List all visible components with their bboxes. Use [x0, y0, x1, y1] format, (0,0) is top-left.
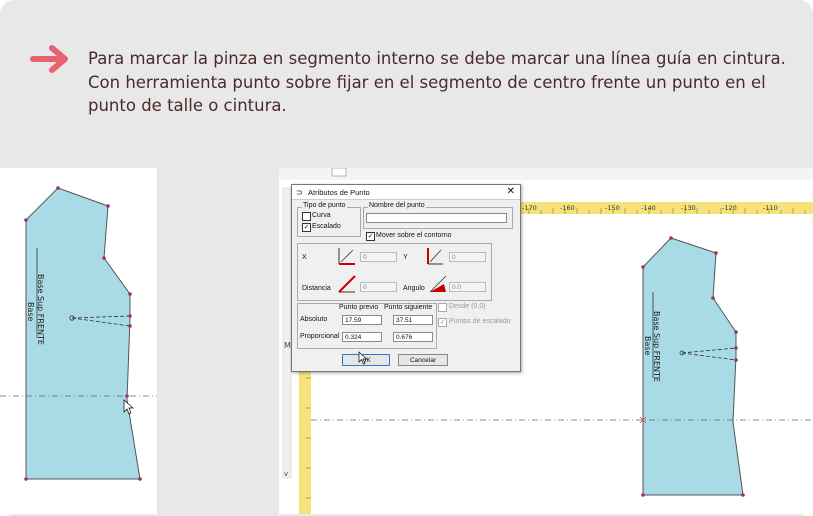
- dialog-title: Atributos de Punto: [308, 188, 370, 197]
- ruler-tick-label: -110: [763, 204, 778, 212]
- pattern-point: [24, 218, 28, 222]
- point-name-group: [363, 207, 513, 229]
- toolbar-button-icon: [331, 167, 347, 177]
- cad-pattern-label-1: Base Sup FRENTE: [652, 311, 661, 382]
- scroll-down-icon: v: [284, 470, 288, 478]
- pattern-point: [125, 394, 129, 398]
- y-axis-icon: [427, 248, 443, 265]
- angle-input[interactable]: 0.0: [449, 282, 486, 292]
- cancel-button[interactable]: Cancelar: [398, 354, 448, 366]
- pattern-point: [641, 493, 645, 497]
- pattern-point: [734, 358, 738, 362]
- y-label: Y: [403, 254, 408, 261]
- x-input[interactable]: 0: [360, 252, 397, 262]
- coordinates-group: [297, 243, 492, 301]
- pattern-label-1: Base Sup FRENTE: [36, 274, 45, 345]
- distance-icon: [338, 275, 356, 293]
- cad-pattern-points: [641, 236, 745, 497]
- x-axis-icon: [338, 248, 355, 265]
- ruler-tick-label: -150: [605, 204, 620, 212]
- pattern-point: [641, 265, 645, 269]
- distance-input[interactable]: 0: [360, 282, 397, 292]
- instruction-line-3: punto de talle o cintura.: [88, 96, 287, 115]
- front-bodice-piece: [25, 187, 141, 480]
- link-icon: ⊃: [296, 188, 303, 197]
- pattern-label-2: Base: [26, 302, 35, 322]
- angle-label: Angulo: [403, 285, 425, 292]
- from-origin-checkbox[interactable]: [438, 303, 447, 312]
- target-point-marker: [639, 416, 647, 424]
- dialog-mouse-cursor-icon: [358, 351, 368, 365]
- pattern-point: [128, 292, 132, 296]
- grading-points-checkbox[interactable]: ✓: [438, 318, 447, 327]
- pattern-point: [56, 186, 60, 190]
- arrow-right-icon: [30, 45, 68, 73]
- pattern-point: [24, 477, 28, 481]
- dart-apex-marker: [69, 315, 75, 321]
- absolute-label: Absoluto: [300, 316, 328, 323]
- dart-line-upper: [71, 315, 131, 319]
- cad-dart-line-lower: [681, 352, 737, 361]
- proportional-previous-input[interactable]: 0.324: [342, 332, 382, 342]
- left-pattern-view: Base Sup FRENTE Base: [0, 168, 157, 514]
- pattern-point: [714, 251, 718, 255]
- pattern-point: [734, 346, 738, 350]
- pattern-point: [128, 314, 132, 318]
- scaled-checkbox[interactable]: ✓: [302, 223, 311, 232]
- grading-points-label: Puntos de escalado: [449, 318, 511, 325]
- instruction-line-1: Para marcar la pinza en segmento interno…: [88, 49, 786, 68]
- curve-label: Curva: [312, 212, 331, 219]
- instruction-text: Para marcar la pinza en segmento interno…: [88, 47, 788, 118]
- pattern-point: [711, 296, 715, 300]
- angle-icon: [429, 275, 447, 293]
- next-point-label: Punto siguiente: [384, 304, 433, 311]
- left-pattern-points: [24, 186, 142, 481]
- ruler-tick-label: -170: [522, 204, 537, 212]
- previous-point-label: Punto previo: [339, 304, 379, 311]
- mouse-cursor-icon: [123, 399, 134, 415]
- pattern-point: [669, 236, 673, 240]
- pattern-point: [106, 204, 110, 208]
- dialog-titlebar[interactable]: ⊃ Atributos de Punto ✕: [292, 185, 520, 200]
- distance-label: Distancia: [302, 285, 331, 292]
- cad-dart-apex-marker: [679, 350, 685, 356]
- relative-position-group: [297, 303, 437, 349]
- point-name-label: Nombre del punto: [368, 202, 426, 209]
- left-pattern-canvas: Base Sup FRENTE Base: [0, 186, 157, 481]
- x-label: X: [302, 254, 307, 261]
- horizontal-ruler: [519, 202, 813, 214]
- from-origin-label: Desde (0,0): [449, 303, 486, 310]
- ok-button[interactable]: OK: [342, 354, 390, 366]
- close-button[interactable]: ✕: [506, 186, 515, 197]
- cad-pattern-label-2: Base: [643, 336, 652, 356]
- point-name-input[interactable]: [366, 213, 507, 223]
- ruler-tick-label: -160: [560, 204, 575, 212]
- proportional-next-input[interactable]: 0.676: [393, 332, 433, 342]
- absolute-next-input[interactable]: 37.51: [393, 315, 433, 325]
- y-input[interactable]: 0: [449, 252, 486, 262]
- scaled-label: Escalado: [312, 223, 341, 230]
- scroll-marker: M: [284, 341, 291, 350]
- ruler-tick-label: -140: [641, 204, 656, 212]
- pattern-point: [741, 493, 745, 497]
- move-on-contour-label: Mover sobre el contorno: [376, 232, 452, 239]
- cad-dart-line-upper: [681, 347, 737, 354]
- pattern-point: [128, 324, 132, 328]
- instruction-line-2: Con herramienta punto sobre fijar en el …: [88, 72, 766, 92]
- move-on-contour-checkbox[interactable]: ✓: [366, 232, 375, 241]
- pattern-point: [734, 330, 738, 334]
- pattern-point: [102, 256, 106, 260]
- dart-line-lower: [71, 317, 131, 327]
- ruler-tick-label: -120: [722, 204, 737, 212]
- curve-checkbox[interactable]: [302, 212, 311, 221]
- proportional-label: Proporcional: [300, 333, 340, 340]
- absolute-previous-input[interactable]: 17.59: [342, 315, 382, 325]
- pattern-point: [138, 477, 142, 481]
- point-attributes-dialog: ⊃ Atributos de Punto ✕ Tipo de punto Cur…: [291, 184, 521, 372]
- ruler-tick-label: -130: [681, 204, 696, 212]
- vertical-scrollbar: [282, 187, 292, 479]
- point-type-label: Tipo de punto: [302, 202, 347, 209]
- cad-front-bodice-piece: [642, 237, 744, 496]
